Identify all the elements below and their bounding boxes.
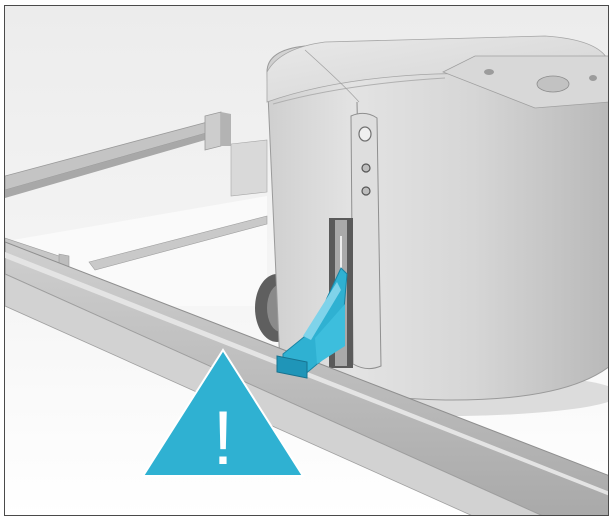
- illustration-frame: !: [4, 5, 609, 516]
- warning-triangle-icon: !: [141, 348, 305, 481]
- warning-exclamation: !: [212, 396, 233, 481]
- back-rail: [5, 111, 231, 198]
- cylinder-module: [266, 35, 608, 401]
- blue-latch: [276, 267, 348, 379]
